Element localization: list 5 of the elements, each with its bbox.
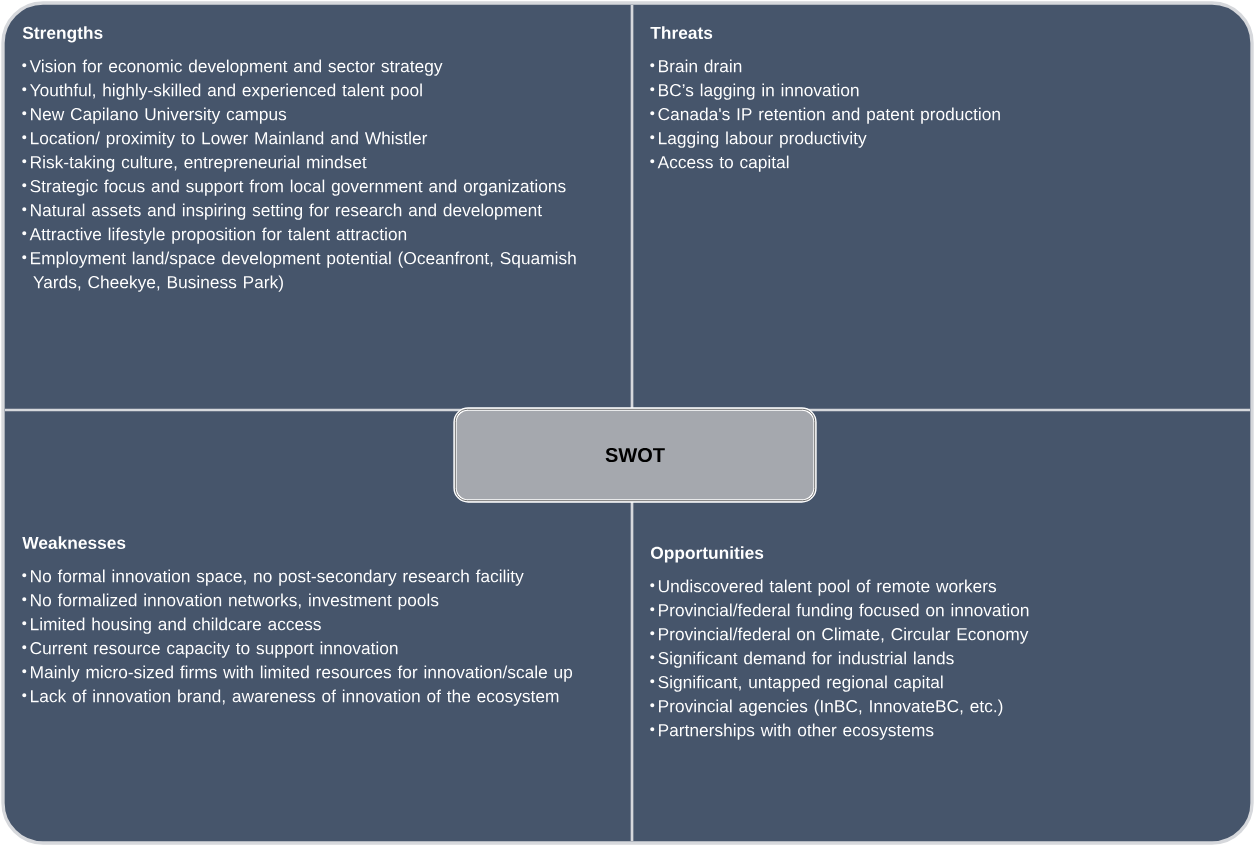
quadrant-text: Opportunities Undiscovered talent pool of remote workers Provincial/federal funding focused on innovation Provincial/federal on Climate, Circular Economy Significant demand for industrial lands Significant, untapped regional capital Provincial agencies (InBC, InnovateBC, etc.) Partnerships with other ecosystems bbox=[650, 546, 1029, 740]
center-box: SWOT bbox=[453, 407, 817, 503]
quadrant-text: Threats Brain drain BC’s lagging in innovation Canada's IP retention and patent production Lagging labour productivity Access to capital bbox=[650, 26, 1000, 172]
quadrant-text: Strengths Vision for economic development and sector strategy Youthful, highly-skilled and experienced talent pool New Capilano University campus Location/ proximity to Lower Mainland and Whistler Risk-taking culture, entrepreneurial mindset Strategic focus and support from local government and organizations Natural assets and inspiring setting for research and development Attractive lifestyle proposition for talent attraction Employment land/space development potential (Oceanfront, Squamish Yards, Cheekye, Business Park) bbox=[22, 26, 576, 292]
quadrant-text: Weaknesses No formal innovation space, no post-secondary research facility No formalized innovation networks, investment pools Limited housing and childcare access Current resource capacity to support innovation Mainly micro-sized firms with limited resources for innovation/scale up Lack of innovation brand, awareness of innovation of the ecosystem bbox=[22, 536, 573, 706]
